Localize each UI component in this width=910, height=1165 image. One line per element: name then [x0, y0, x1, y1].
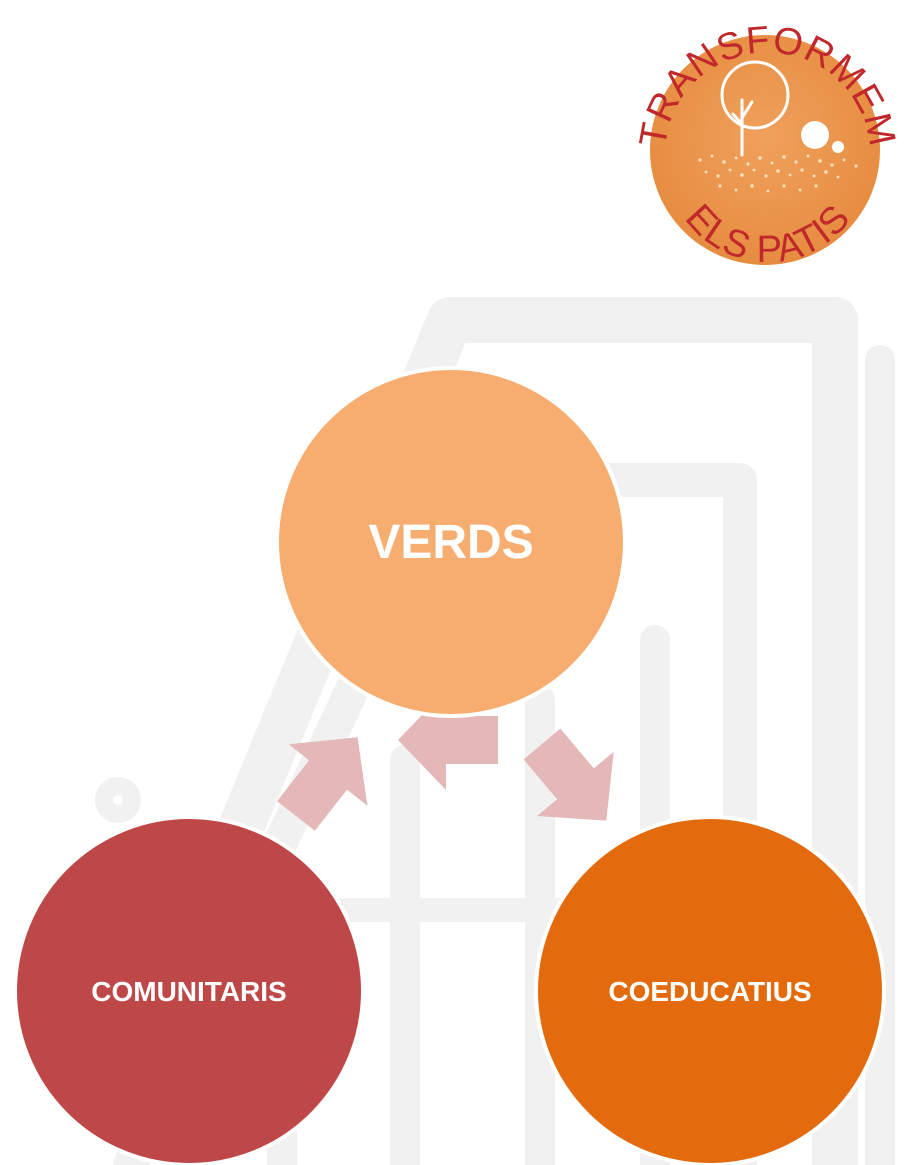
arrow-comunitaris-to-verds — [277, 737, 368, 831]
tree-icon — [720, 60, 790, 157]
comunitaris-label: COMUNITARIS — [91, 976, 286, 1007]
ground-dots-icon — [698, 154, 858, 193]
coeducatius-circle — [534, 815, 886, 1165]
verds-circle — [275, 366, 627, 718]
watermark-roof-outer — [147, 297, 858, 1165]
ball-icon-small — [832, 141, 844, 153]
coeducatius-label: COEDUCATIUS — [608, 976, 811, 1007]
watermark-dot — [95, 777, 141, 823]
comunitaris-circle — [13, 815, 365, 1165]
verds-label: VERDS — [368, 516, 533, 569]
arrow-verds-to-coeducatius — [523, 728, 614, 821]
cycle-node-comunitaris: COMUNITARIS — [13, 815, 365, 1165]
cycle-node-verds: VERDS — [275, 366, 627, 718]
cycle-node-coeducatius: COEDUCATIUS — [534, 815, 886, 1165]
ball-icon-large — [801, 121, 829, 149]
transformem-els-patis-logo: TRANSFORMEM ELS PATIS — [632, 19, 902, 271]
logo-background — [650, 35, 880, 265]
